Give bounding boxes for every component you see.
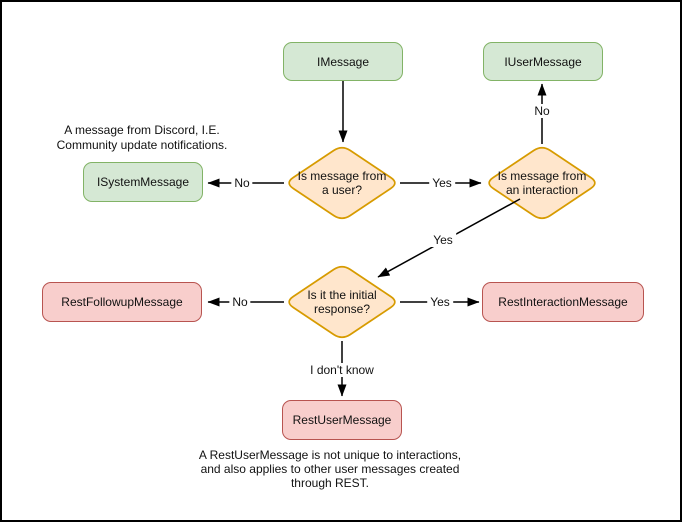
decision-interaction-label: Is message from an interaction — [497, 169, 587, 197]
decision-initial: Is it the initial response? — [285, 264, 399, 340]
decision-user-diamond — [288, 146, 396, 220]
edge-label-initial-no: No — [229, 295, 251, 309]
note-system-message: A message from Discord, I.E. Community u… — [56, 123, 228, 152]
node-isystemmessage: ISystemMessage — [83, 162, 203, 202]
node-restfollowupmessage: RestFollowupMessage — [42, 282, 202, 322]
node-restusermessage: RestUserMessage — [282, 400, 402, 440]
edge-label-interaction-no: No — [531, 104, 553, 118]
edge-label-user-no: No — [231, 176, 253, 190]
node-restfollowupmessage-label: RestFollowupMessage — [61, 295, 183, 309]
node-restinteractionmessage: RestInteractionMessage — [482, 282, 644, 322]
node-imessage-label: IMessage — [316, 54, 370, 69]
edge-label-initial-yes: Yes — [427, 295, 453, 309]
decision-user-label: Is message from a user? — [297, 169, 387, 197]
node-isystemmessage-label: ISystemMessage — [96, 175, 190, 189]
decision-user: Is message from a user? — [285, 145, 399, 221]
decision-initial-label: Is it the initial response? — [307, 288, 377, 316]
node-restinteractionmessage-label: RestInteractionMessage — [498, 295, 628, 309]
decision-interaction: Is message from an interaction — [485, 145, 599, 221]
node-imessage: IMessage — [283, 42, 403, 81]
note-rest-user-message: A RestUserMessage is not unique to inter… — [198, 448, 462, 490]
node-iusermessage-label: IUserMessage — [504, 54, 582, 69]
node-restusermessage-label: RestUserMessage — [292, 413, 392, 427]
node-iusermessage: IUserMessage — [483, 42, 603, 81]
edge-label-user-yes: Yes — [429, 176, 455, 190]
edge-label-interaction-yes: Yes — [430, 233, 456, 247]
edge-label-initial-unknown: I don't know — [307, 363, 377, 377]
decision-initial-diamond — [288, 265, 396, 339]
